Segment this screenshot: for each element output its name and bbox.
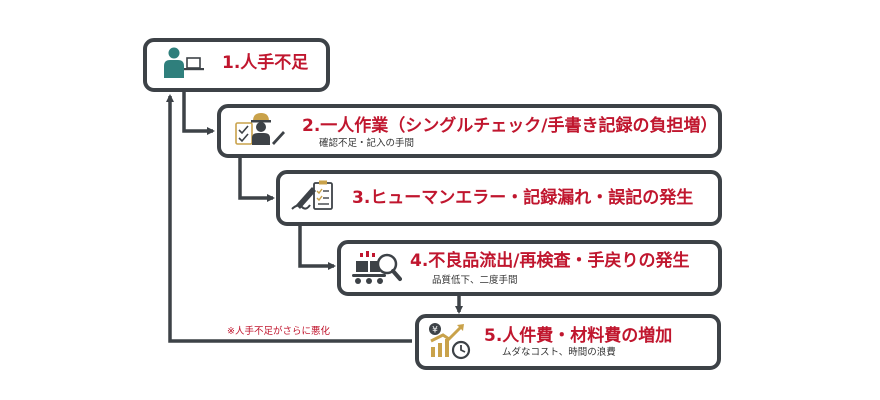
arrow-step1-to-step2 <box>182 92 215 135</box>
step-4-box <box>337 240 722 296</box>
arrow-feedback-loop <box>166 94 412 343</box>
step-2-subtitle: 確認不足・記入の手間 <box>319 138 415 149</box>
step-4-title: 4.不良品流出/再検査・手戻りの発生 <box>410 251 690 271</box>
engineer-checklist-icon <box>234 111 286 153</box>
checklist-pen-icon <box>290 179 336 221</box>
step-2-box <box>217 104 722 158</box>
step-4-subtitle: 品質低下、二度手間 <box>432 275 518 286</box>
step-5-box <box>415 314 721 370</box>
cost-growth-icon: ¥ <box>427 321 473 365</box>
step-5-subtitle: ムダなコスト、時間の浪費 <box>502 347 616 358</box>
svg-text:¥: ¥ <box>432 326 438 336</box>
step-2-title: 2.一人作業（シングルチェック/手書き記録の負担増） <box>302 116 718 136</box>
inspection-conveyor-icon <box>350 248 402 290</box>
arrow-step2-to-step3 <box>238 158 275 202</box>
step-1-title: 1.人手不足 <box>222 53 309 73</box>
step-5-title: 5.人件費・材料費の増加 <box>484 326 673 346</box>
feedback-note: ※人手不足がさらに悪化 <box>227 326 330 337</box>
arrow-step3-to-step4 <box>298 226 336 270</box>
step-3-box <box>276 170 722 226</box>
step-3-title: 3.ヒューマンエラー・記録漏れ・誤記の発生 <box>352 188 694 208</box>
worker-at-desk-icon <box>160 46 206 84</box>
